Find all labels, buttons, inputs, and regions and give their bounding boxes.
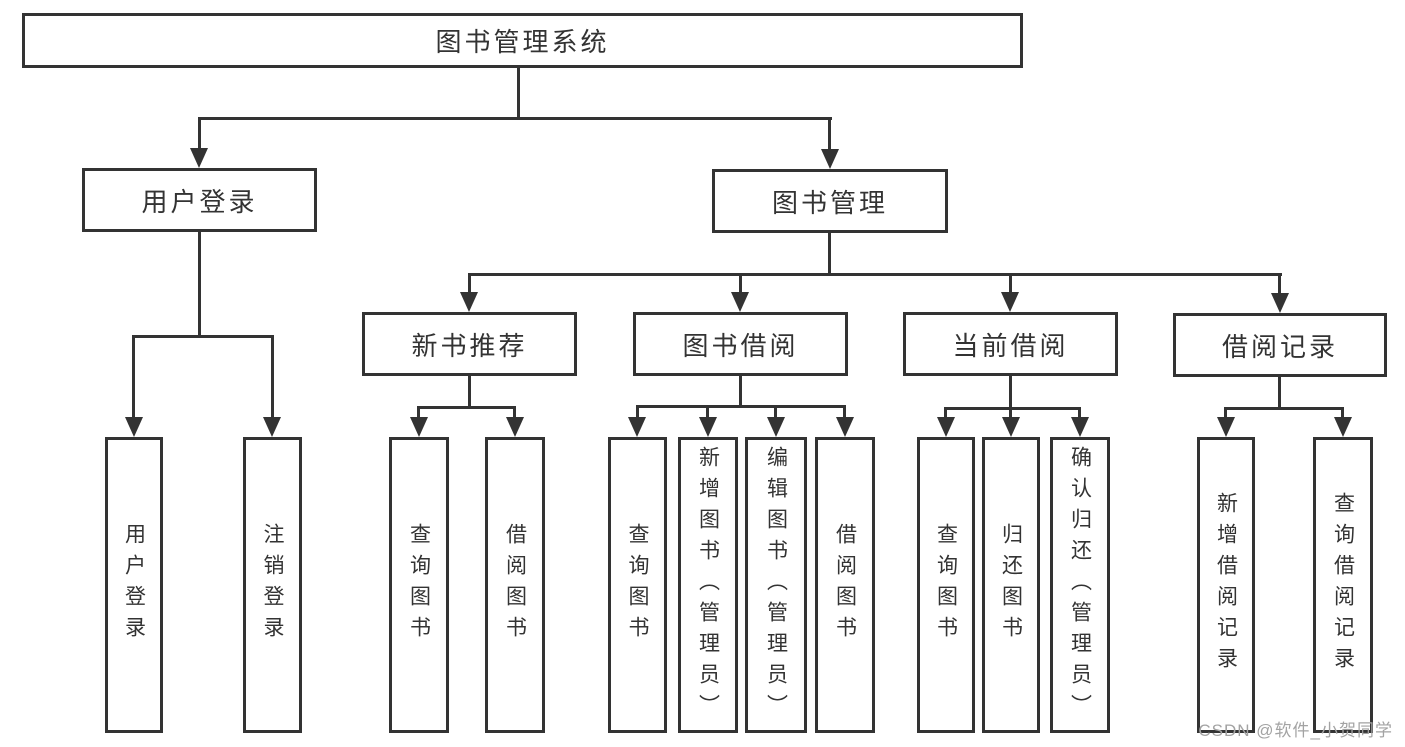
- leaf-confirm-return-admin: 确认归还（管理员）: [1050, 437, 1110, 733]
- node-user-login: 用户登录: [82, 168, 317, 232]
- leaf-user-login: 用户登录: [105, 437, 163, 733]
- arrowhead-icon: [1217, 417, 1235, 437]
- edge-line: [843, 405, 846, 419]
- arrowhead-icon: [628, 417, 646, 437]
- arrowhead-icon: [460, 292, 478, 312]
- edge-line: [198, 117, 832, 120]
- leaf-query-books-borrow-label: 查询图书: [626, 523, 649, 647]
- leaf-logout-label: 注销登录: [261, 523, 284, 647]
- edge-line: [944, 407, 947, 419]
- node-root-label: 图书管理系统: [435, 27, 610, 57]
- leaf-confirm-return-admin-label: 确认归还（管理员）: [1068, 445, 1092, 725]
- node-current-borrow-label: 当前借阅: [952, 330, 1069, 361]
- edge-line: [636, 405, 846, 408]
- leaf-query-borrow-record-label: 查询借阅记录: [1331, 492, 1355, 678]
- arrowhead-icon: [1002, 417, 1020, 437]
- leaf-query-borrow-record: 查询借阅记录: [1313, 437, 1373, 733]
- edge-line: [1278, 377, 1281, 407]
- arrowhead-icon: [506, 417, 524, 437]
- arrowhead-icon: [1334, 417, 1352, 437]
- leaf-return-book: 归还图书: [982, 437, 1040, 733]
- edge-line: [513, 406, 516, 419]
- leaf-query-books-borrow: 查询图书: [608, 437, 667, 733]
- leaf-edit-book-admin: 编辑图书（管理员）: [745, 437, 807, 733]
- node-new-book-recommend: 新书推荐: [362, 312, 577, 376]
- arrowhead-icon: [731, 292, 749, 312]
- leaf-borrow-books-label: 借阅图书: [833, 523, 857, 647]
- leaf-query-books-current-label: 查询图书: [934, 523, 958, 647]
- leaf-query-books-recommend: 查询图书: [389, 437, 449, 733]
- edge-line: [468, 376, 471, 406]
- edge-line: [774, 405, 777, 419]
- leaf-query-books-recommend-label: 查询图书: [407, 523, 431, 647]
- arrowhead-icon: [263, 417, 281, 437]
- edge-line: [417, 406, 420, 419]
- leaf-edit-book-admin-label: 编辑图书（管理员）: [764, 445, 788, 725]
- arrowhead-icon: [410, 417, 428, 437]
- edge-line: [1224, 407, 1227, 419]
- edge-line: [739, 376, 742, 405]
- leaf-query-books-current: 查询图书: [917, 437, 975, 733]
- node-user-login-label: 用户登录: [141, 186, 258, 217]
- leaf-add-borrow-record-label: 新增借阅记录: [1214, 492, 1238, 678]
- arrowhead-icon: [190, 148, 208, 168]
- edge-line: [271, 335, 274, 419]
- edge-line: [706, 405, 709, 419]
- arrowhead-icon: [699, 417, 717, 437]
- edge-line: [1224, 407, 1344, 410]
- arrowhead-icon: [836, 417, 854, 437]
- edge-line: [1009, 273, 1012, 294]
- leaf-add-borrow-record: 新增借阅记录: [1197, 437, 1255, 733]
- leaf-logout: 注销登录: [243, 437, 302, 733]
- edge-line: [468, 273, 471, 294]
- arrowhead-icon: [821, 149, 839, 169]
- arrowhead-icon: [1071, 417, 1089, 437]
- leaf-return-book-label: 归还图书: [999, 523, 1023, 647]
- edge-line: [132, 335, 274, 338]
- node-book-borrow-label: 图书借阅: [682, 330, 799, 361]
- node-book-management: 图书管理: [712, 169, 948, 233]
- edge-line: [517, 68, 520, 117]
- edge-line: [1341, 407, 1344, 419]
- node-borrow-records: 借阅记录: [1173, 313, 1387, 377]
- node-new-book-recommend-label: 新书推荐: [411, 330, 528, 361]
- edge-line: [739, 273, 742, 294]
- edge-line: [828, 117, 831, 151]
- edge-line: [417, 406, 516, 409]
- edge-line: [636, 405, 639, 419]
- arrowhead-icon: [767, 417, 785, 437]
- leaf-borrow-books-recommend: 借阅图书: [485, 437, 545, 733]
- edge-line: [1009, 376, 1012, 407]
- node-book-borrow: 图书借阅: [633, 312, 848, 376]
- leaf-add-book-admin-label: 新增图书（管理员）: [696, 445, 720, 725]
- csdn-watermark: CSDN @软件_小贺同学: [1198, 721, 1393, 740]
- arrowhead-icon: [125, 417, 143, 437]
- arrowhead-icon: [1271, 293, 1289, 313]
- leaf-user-login-label: 用户登录: [122, 523, 146, 647]
- edge-line: [198, 232, 201, 335]
- node-current-borrow: 当前借阅: [903, 312, 1118, 376]
- leaf-add-book-admin: 新增图书（管理员）: [678, 437, 738, 733]
- edge-line: [1278, 273, 1281, 295]
- leaf-borrow-books: 借阅图书: [815, 437, 875, 733]
- node-book-management-label: 图书管理: [771, 187, 888, 218]
- node-borrow-records-label: 借阅记录: [1221, 331, 1338, 362]
- edge-line: [1009, 407, 1012, 419]
- arrowhead-icon: [1001, 292, 1019, 312]
- arrowhead-icon: [937, 417, 955, 437]
- edge-line: [944, 407, 1081, 410]
- edge-line: [1078, 407, 1081, 419]
- leaf-borrow-books-recommend-label: 借阅图书: [503, 523, 527, 647]
- edge-line: [828, 233, 831, 273]
- edge-line: [468, 273, 1282, 276]
- edge-line: [198, 117, 201, 150]
- node-root: 图书管理系统: [22, 13, 1023, 68]
- edge-line: [132, 335, 135, 419]
